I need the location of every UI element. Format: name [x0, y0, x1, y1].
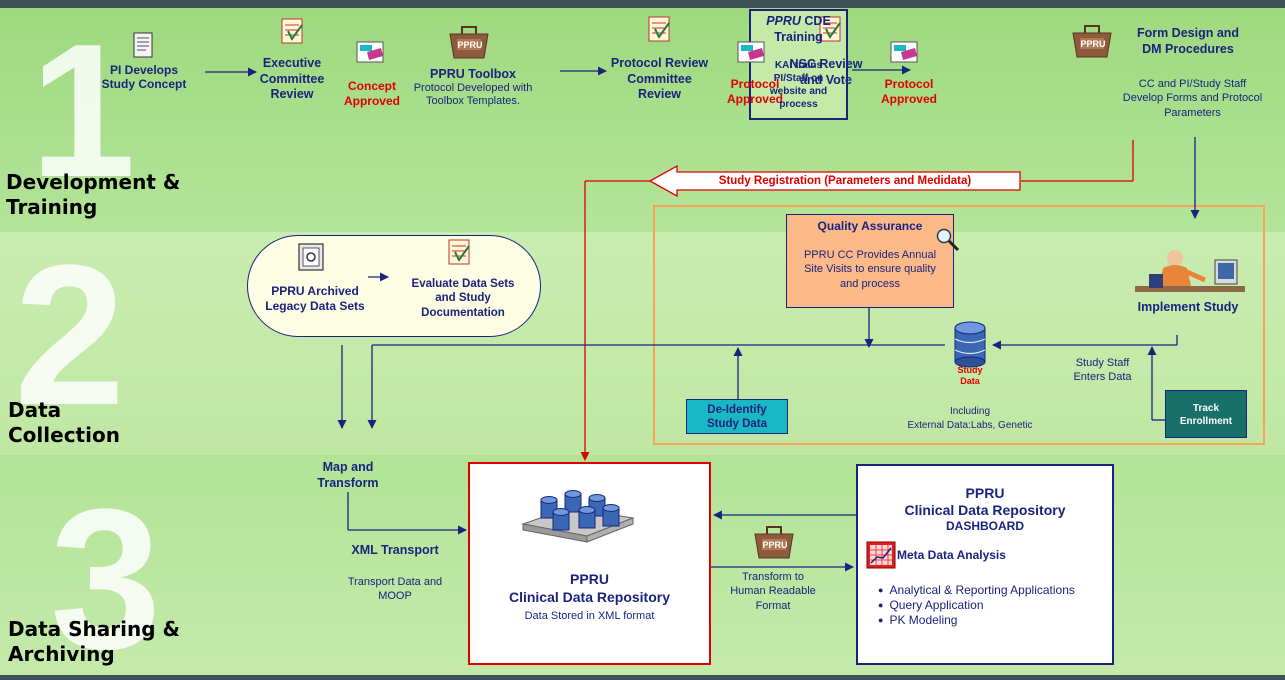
section-number-3: 3	[50, 468, 162, 680]
protocol-review-committee: Protocol Review Committee Review	[610, 56, 709, 102]
checklist-icon	[448, 239, 470, 265]
qa-title: Quality Assurance	[817, 219, 923, 233]
legacy-pill	[247, 235, 541, 337]
xml-transport: XML Transport	[351, 543, 439, 557]
form-toolbox-label: PPRU	[1080, 39, 1106, 49]
chart-icon	[866, 541, 896, 569]
person-at-computer-icon	[1135, 250, 1245, 292]
section-label-sharing: Data Sharing & Archiving	[8, 617, 180, 666]
section-number-1: 1	[30, 5, 136, 217]
form-design-title: Form Design and DM Procedures	[1136, 26, 1240, 57]
map-and-transform: Map and Transform	[317, 460, 379, 491]
band-collection	[0, 232, 1285, 455]
toolbox-icon	[1072, 25, 1112, 58]
approval-stamp-icon	[737, 41, 765, 63]
database-cluster-icon	[521, 490, 635, 543]
section-number-2: 2	[14, 224, 126, 447]
repository-box	[468, 462, 711, 665]
form-design-description: CC and PI/Study Staff Develop Forms and …	[1122, 78, 1263, 119]
track-enrollment-box	[1165, 390, 1247, 438]
qa-box	[786, 214, 954, 308]
dashboard-box	[856, 464, 1114, 665]
bottom-bar	[0, 675, 1285, 680]
top-bar	[0, 0, 1285, 8]
concept-approved: Concept Approved	[343, 79, 400, 108]
ppru-toolbox: PPRU Toolbox Protocol Developed with Too…	[413, 67, 533, 108]
protocol-approved-2: Protocol Approved	[880, 77, 937, 106]
track-enrollment-label: Track Enrollment	[1179, 403, 1233, 427]
section-label-collection: Data Collection	[8, 398, 120, 447]
meta-data-analysis: Meta Data Analysis	[897, 548, 1006, 562]
checklist-icon	[648, 16, 670, 42]
approval-stamp-icon	[356, 41, 384, 63]
repository-description: Data Stored in XML format	[524, 610, 655, 622]
cde-box	[749, 9, 848, 120]
including-external-data: Including External Data:Labs, Genetic	[907, 406, 1033, 431]
approval-stamp-icon	[890, 41, 918, 63]
toolbox-icon	[754, 526, 794, 559]
transport-description: Transport Data and MOOP	[347, 576, 443, 603]
study-registration-label: Study Registration (Parameters and Medid…	[718, 175, 972, 187]
section-label-development: Development & Training	[6, 170, 181, 219]
archived-legacy-data: PPRU Archived Legacy Data Sets	[265, 284, 365, 313]
evaluate-data-sets: Evaluate Data Sets and Study Documentati…	[411, 278, 515, 319]
implement-study: Implement Study	[1137, 300, 1239, 314]
cde-training: PPRU CDE Training	[766, 14, 831, 44]
nsc-review-vote: NSC Review and Vote	[789, 57, 863, 87]
qa-description: PPRU CC Provides Annual Site Visits to e…	[803, 249, 937, 290]
study-staff-enters-data: Study Staff Enters Data	[1073, 357, 1132, 384]
dashboard-bullet-list: Analytical & Reporting Applications Quer…	[878, 583, 1108, 628]
transform-toolbox-label: PPRU	[762, 540, 788, 550]
checklist-icon	[281, 18, 303, 44]
list-item: PK Modeling	[878, 613, 1108, 628]
study-data-label: Study Data	[957, 365, 983, 386]
repository-title: PPRU Clinical Data Repository	[508, 571, 671, 605]
registration-arrow	[648, 164, 1021, 198]
list-item: Analytical & Reporting Applications	[878, 583, 1108, 598]
list-item: Query Application	[878, 598, 1108, 613]
pi-develops-concept: PI Develops Study Concept	[101, 63, 187, 91]
deidentify-label: De-Identify Study Data	[706, 404, 768, 431]
checklist-icon	[819, 16, 841, 42]
protocol-approved-1: Protocol Approved	[726, 77, 783, 106]
deidentify-box	[686, 399, 788, 434]
document-icon	[133, 32, 153, 58]
toolbox-label: PPRU	[457, 40, 483, 50]
toolbox-icon	[449, 26, 489, 59]
transform-readable: Transform to Human Readable Format	[730, 571, 816, 612]
cde-description: KAI trains PI/Staff on website and proce…	[769, 60, 828, 110]
database-icon	[954, 321, 986, 368]
dashboard-title: PPRU Clinical Data Repository DASHBOARD	[904, 485, 1066, 533]
magnifier-icon	[936, 228, 960, 252]
orange-frame	[653, 205, 1265, 445]
safe-icon	[298, 243, 324, 271]
band-development	[0, 8, 1285, 232]
executive-committee-review: Executive Committee Review	[259, 56, 325, 102]
